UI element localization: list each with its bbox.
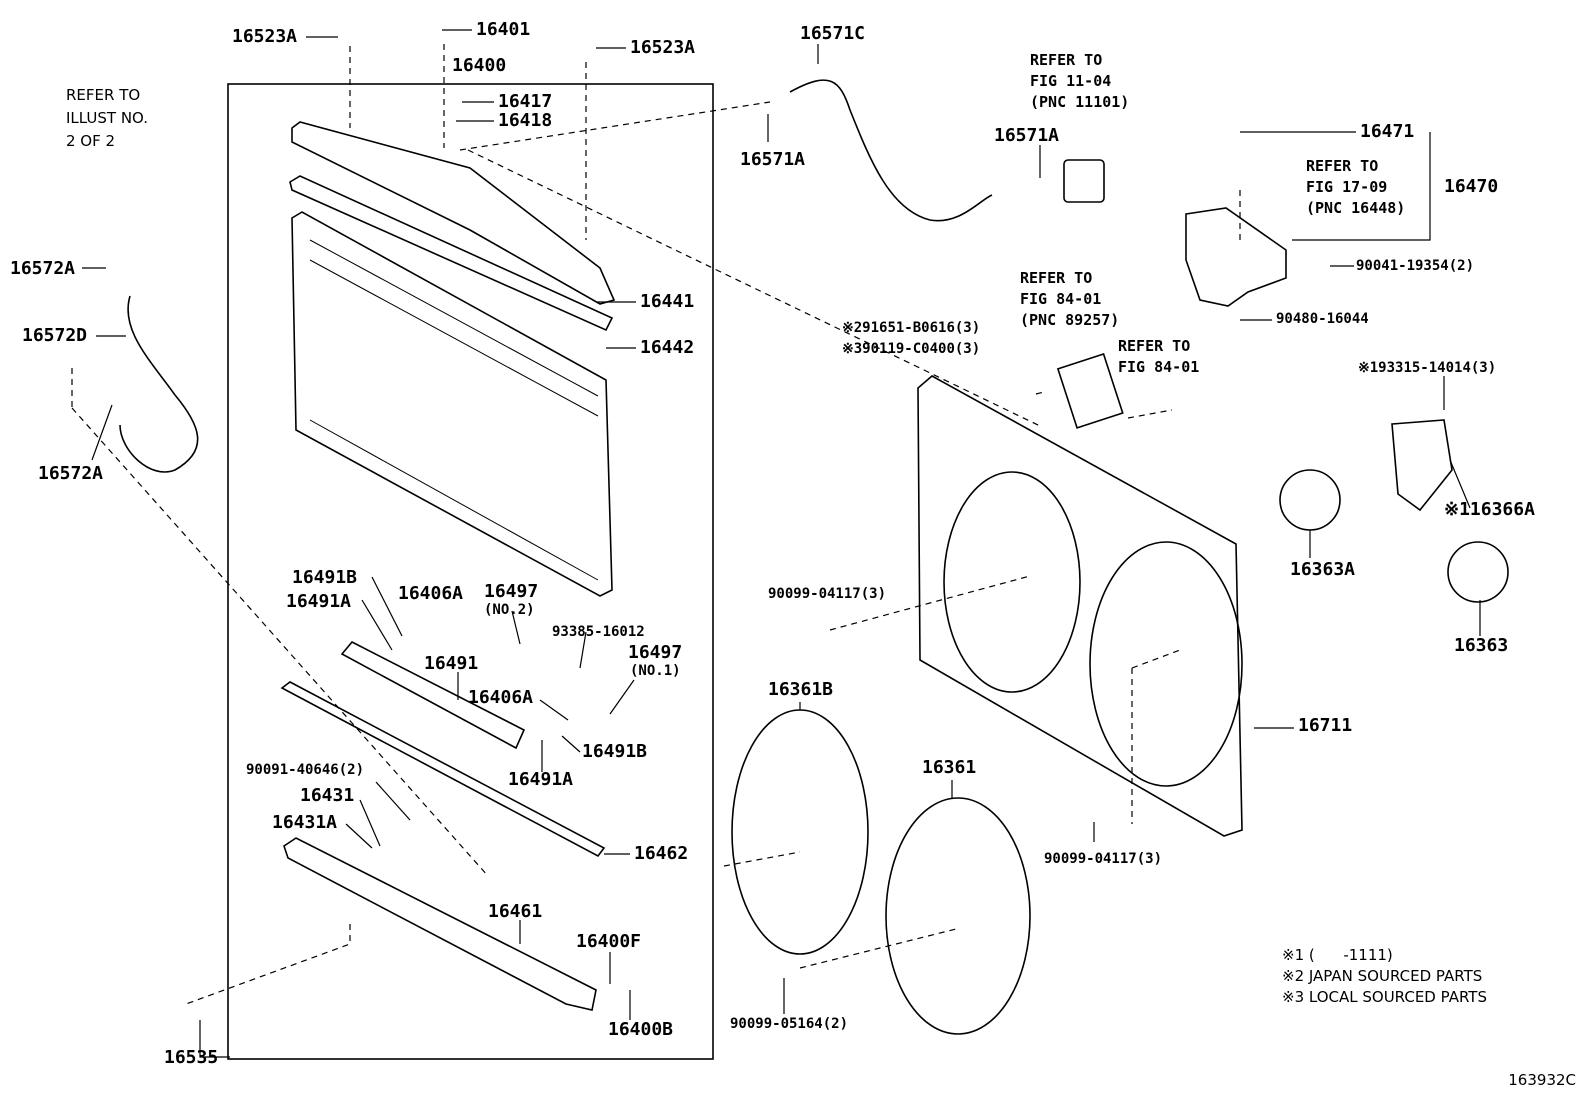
callout-16431A: 16431A — [272, 812, 338, 833]
callout-16523A-right: 16523A — [630, 37, 696, 58]
callout-16400F: 16400F — [576, 931, 642, 952]
leader-lines — [82, 29, 1481, 1058]
callout-16401: 16401 — [476, 19, 531, 40]
callout-16491: 16491 — [424, 653, 479, 674]
callout-16417: 16417 — [498, 91, 553, 112]
callout-16363A: 16363A — [1290, 559, 1356, 580]
illustration-number: 163932C — [1508, 1071, 1576, 1089]
callout-90091-40646: 90091-40646(2) — [246, 762, 365, 778]
radiator-assembly-frame — [227, 83, 714, 1060]
callout-16470: 16470 — [1444, 176, 1499, 197]
motor-16363-shape — [1447, 541, 1509, 603]
callout-90480-16044: 90480-16044 — [1276, 311, 1369, 327]
fan-16361-shape — [885, 797, 1031, 1035]
motor-cover-shape — [1391, 419, 1453, 512]
reservoir-shape — [1185, 207, 1287, 307]
callout-93385-16012: 93385-16012 — [552, 624, 645, 640]
motor-16363A-shape — [1279, 469, 1341, 531]
callout-16461: 16461 — [488, 901, 543, 922]
callout-16523A-left: 16523A — [232, 26, 298, 47]
callout-16491A-mid: 16491A — [508, 769, 574, 790]
note-2: ※2 JAPAN SOURCED PARTS — [1282, 967, 1483, 985]
callout-16571A-right: 16571A — [994, 125, 1060, 146]
callout-90099-04117-left: 90099-04117(3) — [768, 586, 887, 602]
callout-90041-19354: 90041-19354(2) — [1356, 258, 1475, 274]
callout-16406A-mid: 16406A — [468, 687, 534, 708]
fan-resistor-shape — [1056, 353, 1124, 429]
callout-16462: 16462 — [634, 843, 689, 864]
callout-90099-04117-bottom: 90099-04117(3) — [1044, 851, 1163, 867]
callout-16497-no2: 16497 — [484, 581, 539, 602]
callout-16491A-top: 16491A — [286, 591, 352, 612]
callout-16471: 16471 — [1360, 121, 1415, 142]
callout-16571C: 16571C — [800, 23, 866, 44]
callout-16711: 16711 — [1298, 715, 1353, 736]
radiator-core-shape — [291, 211, 613, 597]
callout-16400: 16400 — [452, 55, 507, 76]
fan-16361B-shape — [731, 709, 869, 955]
lower-hose-shape — [119, 295, 199, 473]
upper-gasket-shape — [289, 175, 614, 332]
callout-16497-no1-sub: (NO.1) — [630, 663, 681, 679]
callout-390119-C0400: ※390119-C0400(3) — [842, 341, 981, 357]
lower-gasket-shape — [280, 681, 606, 858]
note-3: ※3 LOCAL SOURCED PARTS — [1282, 988, 1487, 1006]
legend-notes: ※1 ( -1111) ※2 JAPAN SOURCED PARTS ※3 LOCA… — [1282, 945, 1487, 1008]
callout-16497-no2-sub: (NO.2) — [484, 602, 535, 618]
callout-16366A: ※116366A — [1444, 499, 1535, 520]
fan-shroud-shape — [917, 375, 1243, 837]
callout-16491B-mid: 16491B — [582, 741, 648, 762]
callout-193315-14014: ※193315-14014(3) — [1358, 360, 1497, 376]
note-1: ※1 ( -1111) — [1282, 946, 1393, 964]
callout-16497-no1: 16497 — [628, 642, 683, 663]
callout-16400B: 16400B — [608, 1019, 674, 1040]
dashed-lines — [71, 44, 1241, 1005]
callout-16361: 16361 — [922, 757, 977, 778]
callout-16418: 16418 — [498, 110, 553, 131]
callout-16572A-top: 16572A — [10, 258, 76, 279]
callout-291651-B0616: ※291651-B0616(3) — [842, 320, 981, 336]
lower-tank-shape — [283, 837, 597, 1011]
callout-90099-05164: 90099-05164(2) — [730, 1016, 849, 1032]
callout-16431: 16431 — [300, 785, 355, 806]
callout-16571A-left: 16571A — [740, 149, 806, 170]
callout-16406A-top: 16406A — [398, 583, 464, 604]
callout-16363: 16363 — [1454, 635, 1509, 656]
callout-16491B-top: 16491B — [292, 567, 358, 588]
callout-16572D: 16572D — [22, 325, 88, 346]
callout-16441: 16441 — [640, 291, 695, 312]
callout-16361B: 16361B — [768, 679, 834, 700]
upper-tank-shape — [291, 121, 616, 305]
callout-16442: 16442 — [640, 337, 695, 358]
oil-cooler-tube-shape — [340, 640, 526, 750]
callout-16535: 16535 — [164, 1047, 219, 1068]
callout-16572A-bottom: 16572A — [38, 463, 104, 484]
upper-hose-shape — [789, 79, 993, 222]
